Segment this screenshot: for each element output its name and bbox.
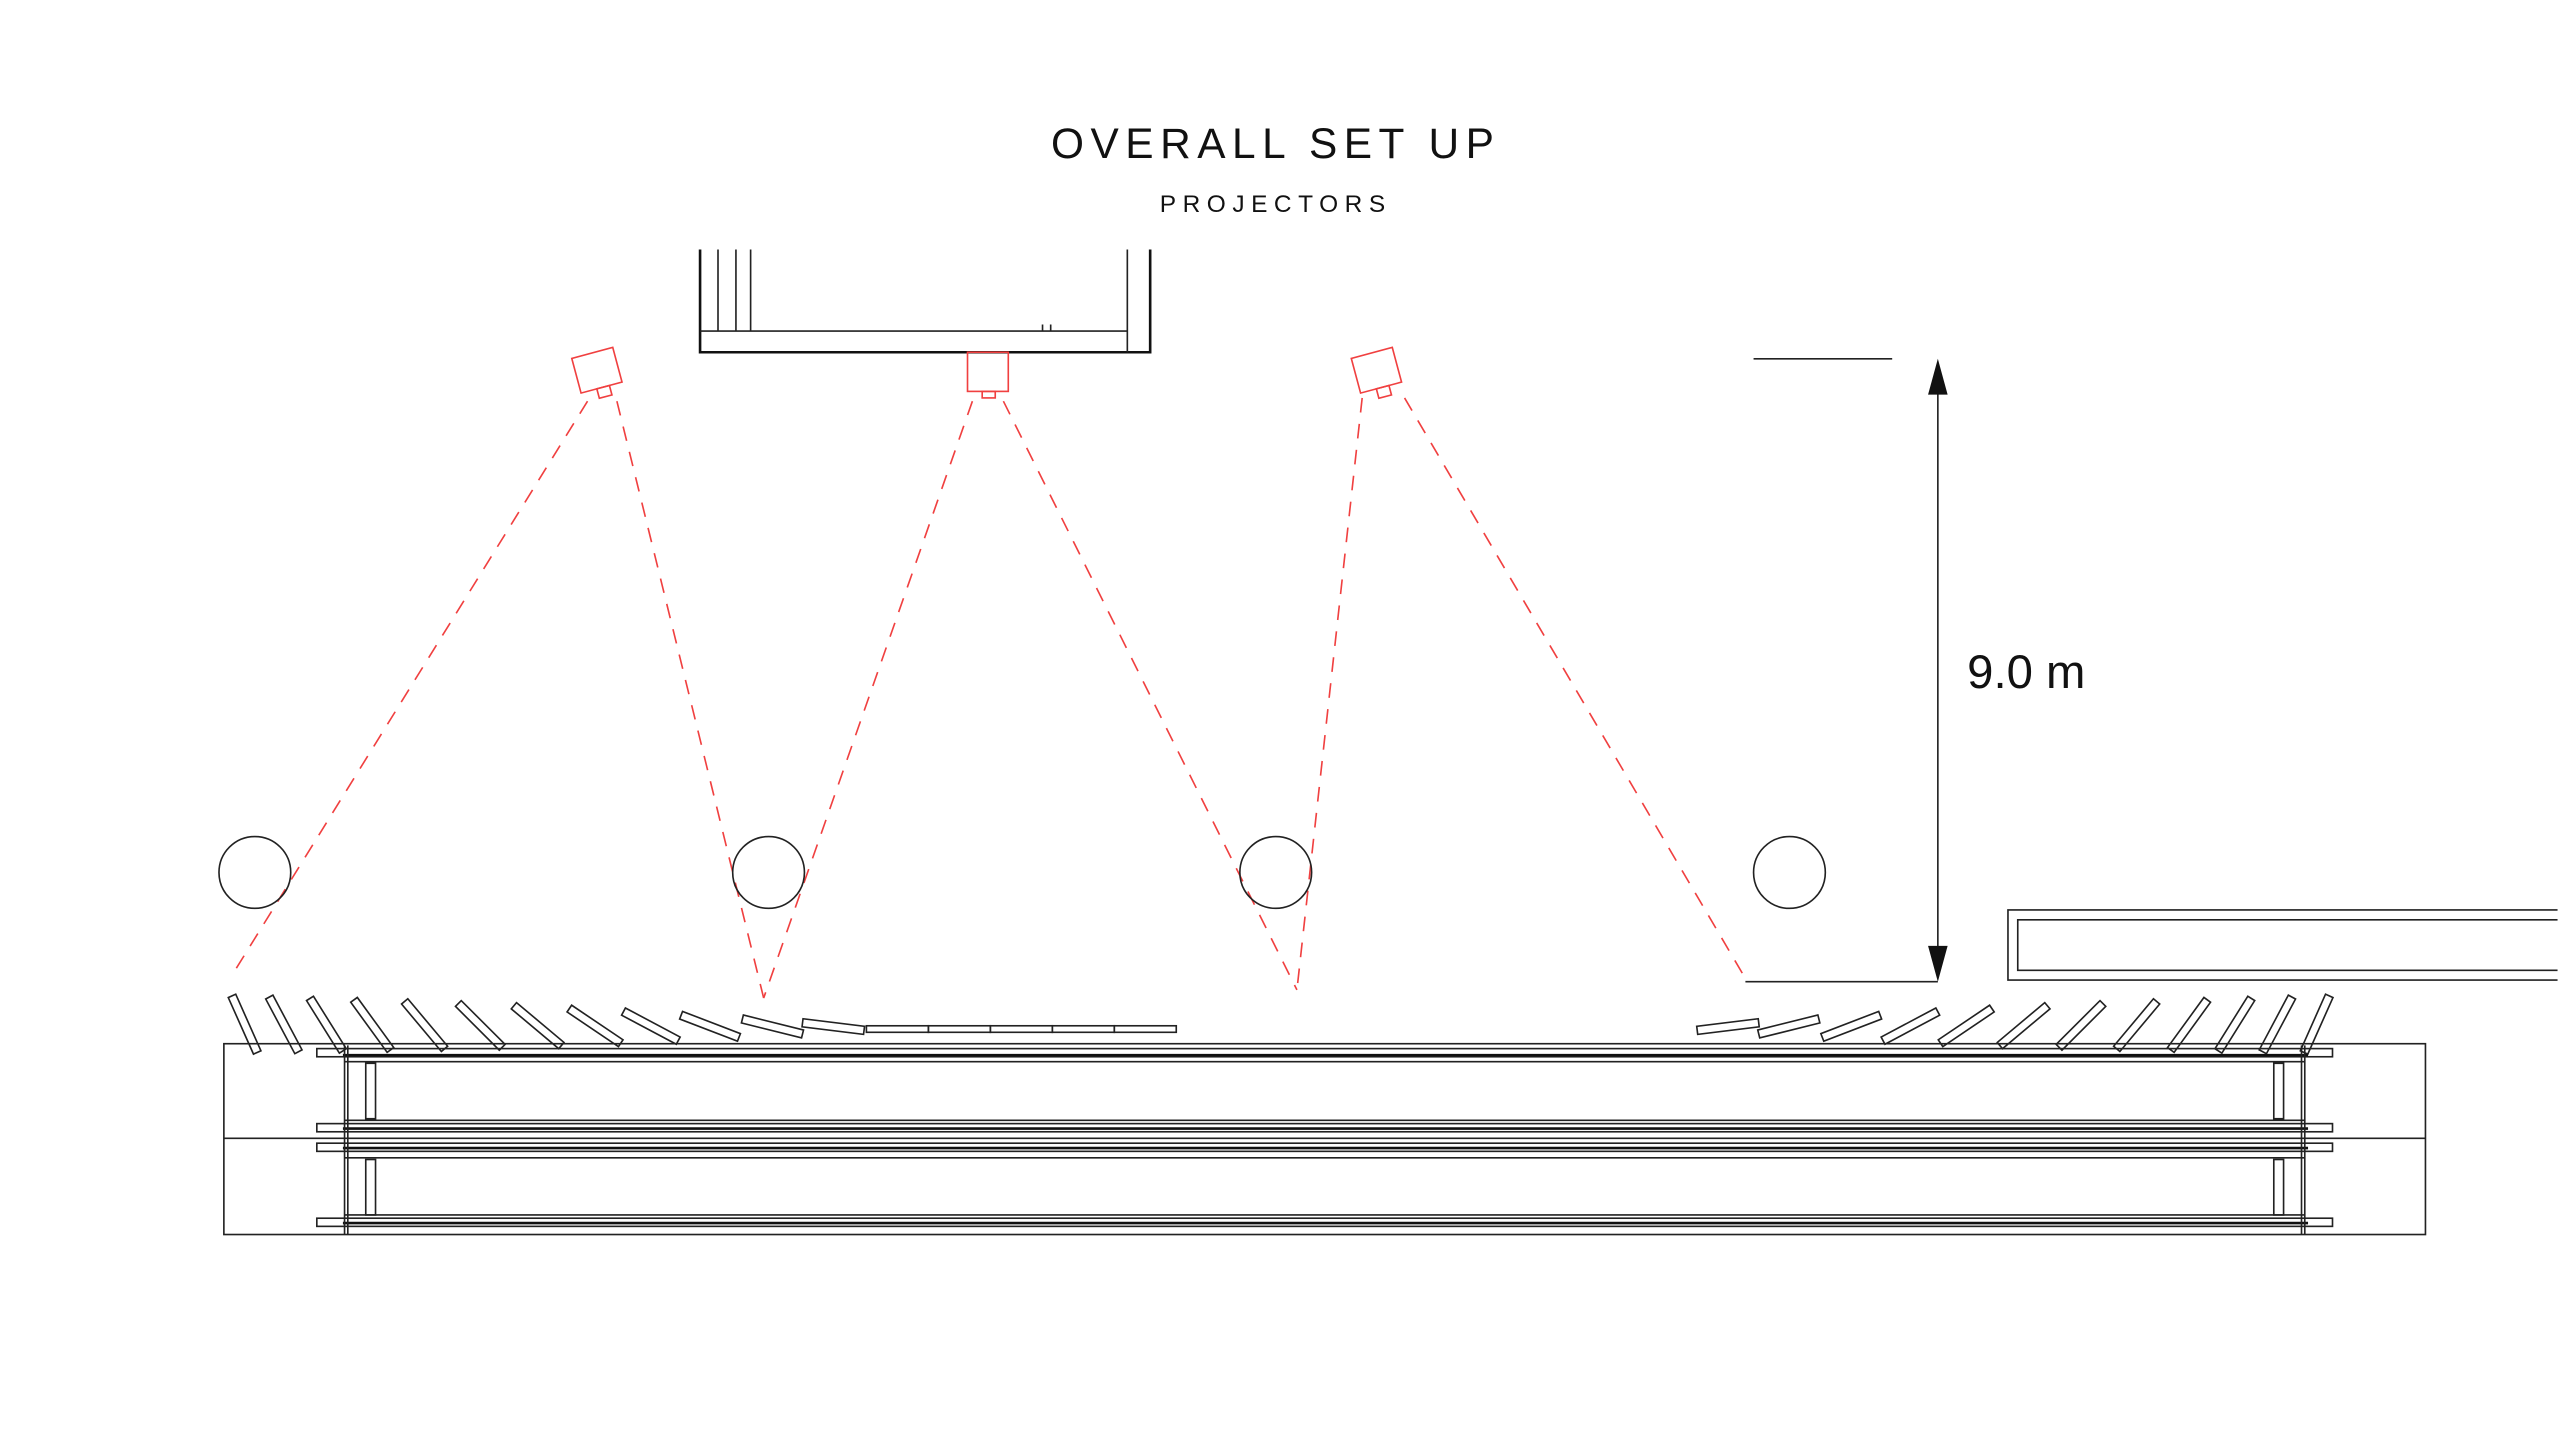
screen-panel <box>678 1010 742 1043</box>
screen-panel <box>1937 1004 1996 1048</box>
screen-panel <box>1819 1010 1883 1043</box>
screen-panel <box>2299 993 2335 1056</box>
screen-panel <box>1880 1006 1941 1046</box>
screen-panel <box>2213 995 2256 1055</box>
height-dimension <box>1745 357 1948 983</box>
curved-screen-panels <box>227 993 2335 1056</box>
ceiling-structure <box>698 249 1152 354</box>
arrow-down-icon <box>1928 945 1948 982</box>
screen-panel <box>1695 1017 1761 1036</box>
screen-panel <box>227 993 263 1056</box>
screen-panel <box>2055 999 2107 1052</box>
screen-panel <box>740 1014 805 1039</box>
diagram-subtitle: PROJECTORS <box>1160 191 1392 218</box>
screen-panel <box>565 1004 625 1048</box>
screen-panel <box>305 995 348 1055</box>
projector-center <box>966 351 1010 399</box>
dimension-label: 9.0 m <box>1967 646 2085 699</box>
screen-panel <box>801 1017 866 1036</box>
screen-panel <box>865 1024 930 1034</box>
column-2 <box>731 835 806 910</box>
side-platform <box>2007 909 2558 981</box>
stage-structure <box>223 1042 2427 1236</box>
screen-panel <box>264 994 304 1055</box>
column-4 <box>1752 835 1827 910</box>
screen-panel <box>2166 996 2212 1054</box>
projector-left <box>570 346 624 400</box>
screen-panel <box>454 999 507 1052</box>
diagram-title: OVERALL SET UP <box>1051 120 1500 167</box>
screen-panel <box>989 1024 1054 1034</box>
screen-panel <box>2258 994 2297 1055</box>
screen-panel <box>927 1024 992 1034</box>
arrow-up-icon <box>1928 358 1948 395</box>
column-1 <box>218 835 292 910</box>
screen-panel <box>1996 1001 2052 1050</box>
screen-panel <box>1051 1024 1116 1034</box>
screen-panel <box>349 996 395 1054</box>
screen-panel <box>1756 1014 1821 1039</box>
screen-panel <box>620 1006 682 1046</box>
projector-right <box>1350 346 1403 400</box>
projection-beams <box>231 397 1747 999</box>
column-3 <box>1239 835 1313 910</box>
screen-panel <box>1113 1024 1178 1034</box>
screen-panel <box>510 1001 566 1050</box>
